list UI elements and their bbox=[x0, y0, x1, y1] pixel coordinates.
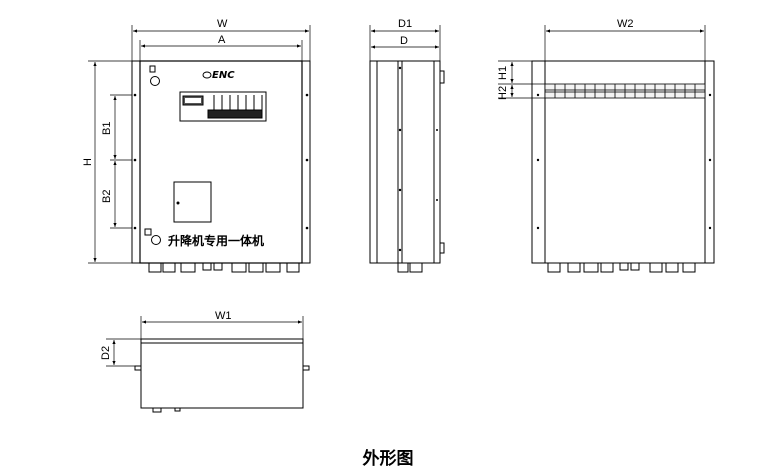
dim-label-w1: W1 bbox=[215, 310, 232, 322]
back-dimensions bbox=[498, 25, 706, 99]
side-cable-glands bbox=[397, 262, 423, 273]
side-view bbox=[369, 60, 445, 273]
dim-label-w: W bbox=[217, 18, 228, 30]
panel-label: 升降机专用一体机 bbox=[168, 233, 264, 248]
dim-label-h2: H2 bbox=[497, 86, 509, 100]
front-cable-glands bbox=[148, 262, 300, 273]
side-dimensions bbox=[369, 25, 441, 61]
dim-label-h: H bbox=[82, 158, 94, 166]
vent-louvers bbox=[544, 83, 706, 99]
dim-label-w2: W2 bbox=[617, 18, 634, 30]
side-enclosure bbox=[369, 60, 441, 264]
dim-label-b2: B2 bbox=[101, 190, 113, 203]
control-panel bbox=[179, 91, 267, 122]
front-enclosure bbox=[131, 60, 311, 264]
dim-label-d: D bbox=[400, 35, 408, 47]
lock-bottom-icon bbox=[144, 228, 161, 245]
back-cable-glands bbox=[547, 262, 696, 273]
lock-top-icon bbox=[149, 65, 160, 86]
front-view: ENC 升降机专用一体机 bbox=[131, 60, 311, 273]
dim-label-a: A bbox=[218, 34, 226, 46]
brand-logo-icon: ENC bbox=[202, 70, 235, 81]
breaker-switches bbox=[213, 95, 263, 110]
front-hinges bbox=[133, 93, 309, 230]
front-door bbox=[139, 60, 303, 264]
bottom-enclosure bbox=[140, 338, 304, 409]
brand-logo-text: ENC bbox=[212, 70, 235, 81]
dim-label-d2: D2 bbox=[100, 346, 112, 360]
back-enclosure bbox=[531, 60, 715, 264]
front-dimensions bbox=[88, 25, 311, 264]
dim-label-b1: B1 bbox=[101, 122, 113, 135]
dim-label-h1: H1 bbox=[497, 66, 509, 80]
inner-window bbox=[173, 181, 212, 223]
bottom-dimensions bbox=[106, 316, 304, 367]
dim-label-d1: D1 bbox=[398, 18, 412, 30]
bottom-view bbox=[134, 338, 310, 413]
figure-caption: 外形图 bbox=[362, 449, 414, 469]
back-view bbox=[531, 60, 715, 273]
